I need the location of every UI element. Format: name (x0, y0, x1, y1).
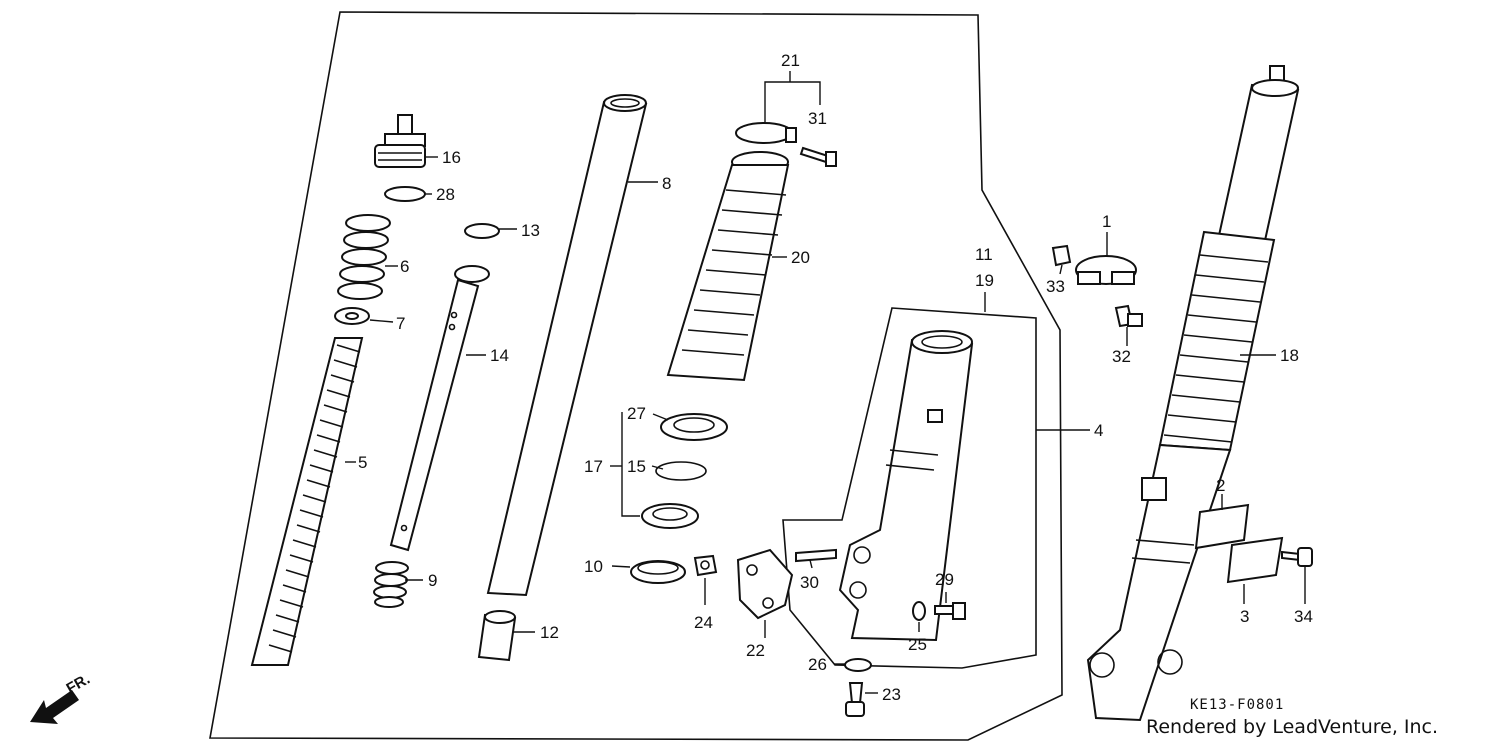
axle-holder (736, 548, 794, 620)
label-part-10: 10 (584, 557, 603, 576)
fork-bolt (374, 114, 426, 168)
front-arrow-icon (30, 690, 79, 724)
label-part-29: 29 (935, 570, 954, 589)
label-part-12: 12 (540, 623, 559, 642)
label-part-15: 15 (627, 457, 646, 476)
boot-band (735, 122, 797, 144)
label-part-33: 33 (1046, 277, 1065, 296)
oil-seal (641, 503, 699, 529)
fork-pipe (486, 94, 648, 597)
label-part-26: 26 (808, 655, 827, 674)
back-up-ring (630, 560, 686, 584)
label-part-31: 31 (808, 109, 827, 128)
drawing-code: KE13-F0801 (1190, 697, 1285, 713)
label-part-32: 32 (1112, 347, 1131, 366)
label-part-25: 25 (908, 635, 927, 654)
label-part-28: 28 (436, 185, 455, 204)
guide-bracket (1226, 536, 1284, 584)
fork-spring (250, 337, 364, 666)
assembly-outline (209, 11, 1063, 741)
label-part-1: 1 (1102, 212, 1111, 231)
band-screw (799, 146, 837, 167)
clamp-bolt (1114, 304, 1143, 328)
piston-bush (477, 610, 517, 662)
drain-bolt (845, 682, 865, 717)
leader-lines (345, 71, 1306, 694)
label-part-8: 8 (662, 174, 671, 193)
label-part-19: 19 (975, 271, 994, 290)
washer (334, 307, 370, 325)
stop-ring (655, 461, 707, 481)
o-ring (384, 186, 426, 202)
label-part-18: 18 (1280, 346, 1299, 365)
part-labels: 1 2 3 4 5 6 7 8 9 10 11 12 13 14 15 16 1… (358, 51, 1313, 704)
label-part-4: 4 (1094, 421, 1103, 440)
label-part-27: 27 (627, 404, 646, 423)
pinch-bolt (934, 602, 966, 620)
sealing-washer (844, 658, 872, 672)
label-part-20: 20 (791, 248, 810, 267)
label-part-9: 9 (428, 571, 437, 590)
label-part-11: 11 (975, 245, 993, 264)
spacer-spring (337, 214, 391, 300)
bottom-case (838, 330, 974, 642)
clamp-nut (1051, 244, 1072, 267)
seal-ring (464, 223, 500, 239)
stud-bolt (795, 548, 837, 563)
front-direction-marker: FR. (30, 671, 93, 724)
label-part-6: 6 (400, 257, 409, 276)
label-part-21: 21 (781, 51, 800, 70)
fork-assembly (1086, 65, 1300, 722)
label-part-17: 17 (584, 457, 603, 476)
fork-clamp (1075, 255, 1137, 285)
label-part-24: 24 (694, 613, 713, 632)
fork-boot (666, 151, 790, 382)
brake-hose-guide (1194, 503, 1250, 550)
label-part-7: 7 (396, 314, 405, 333)
flange-nut (693, 554, 718, 577)
damper-rod (389, 265, 490, 552)
label-part-23: 23 (882, 685, 901, 704)
render-credit: Rendered by LeadVenture, Inc. (1146, 716, 1439, 738)
label-part-3: 3 (1240, 607, 1249, 626)
rebound-spring (373, 561, 409, 608)
label-part-30: 30 (800, 573, 819, 592)
label-part-14: 14 (490, 346, 509, 365)
label-part-5: 5 (358, 453, 367, 472)
dust-seal (660, 413, 728, 441)
label-part-2: 2 (1216, 476, 1225, 495)
pinch-washer (912, 601, 926, 621)
label-part-16: 16 (442, 148, 461, 167)
guide-bolt (1281, 547, 1313, 567)
label-part-34: 34 (1294, 607, 1313, 626)
label-part-22: 22 (746, 641, 765, 660)
label-part-13: 13 (521, 221, 540, 240)
